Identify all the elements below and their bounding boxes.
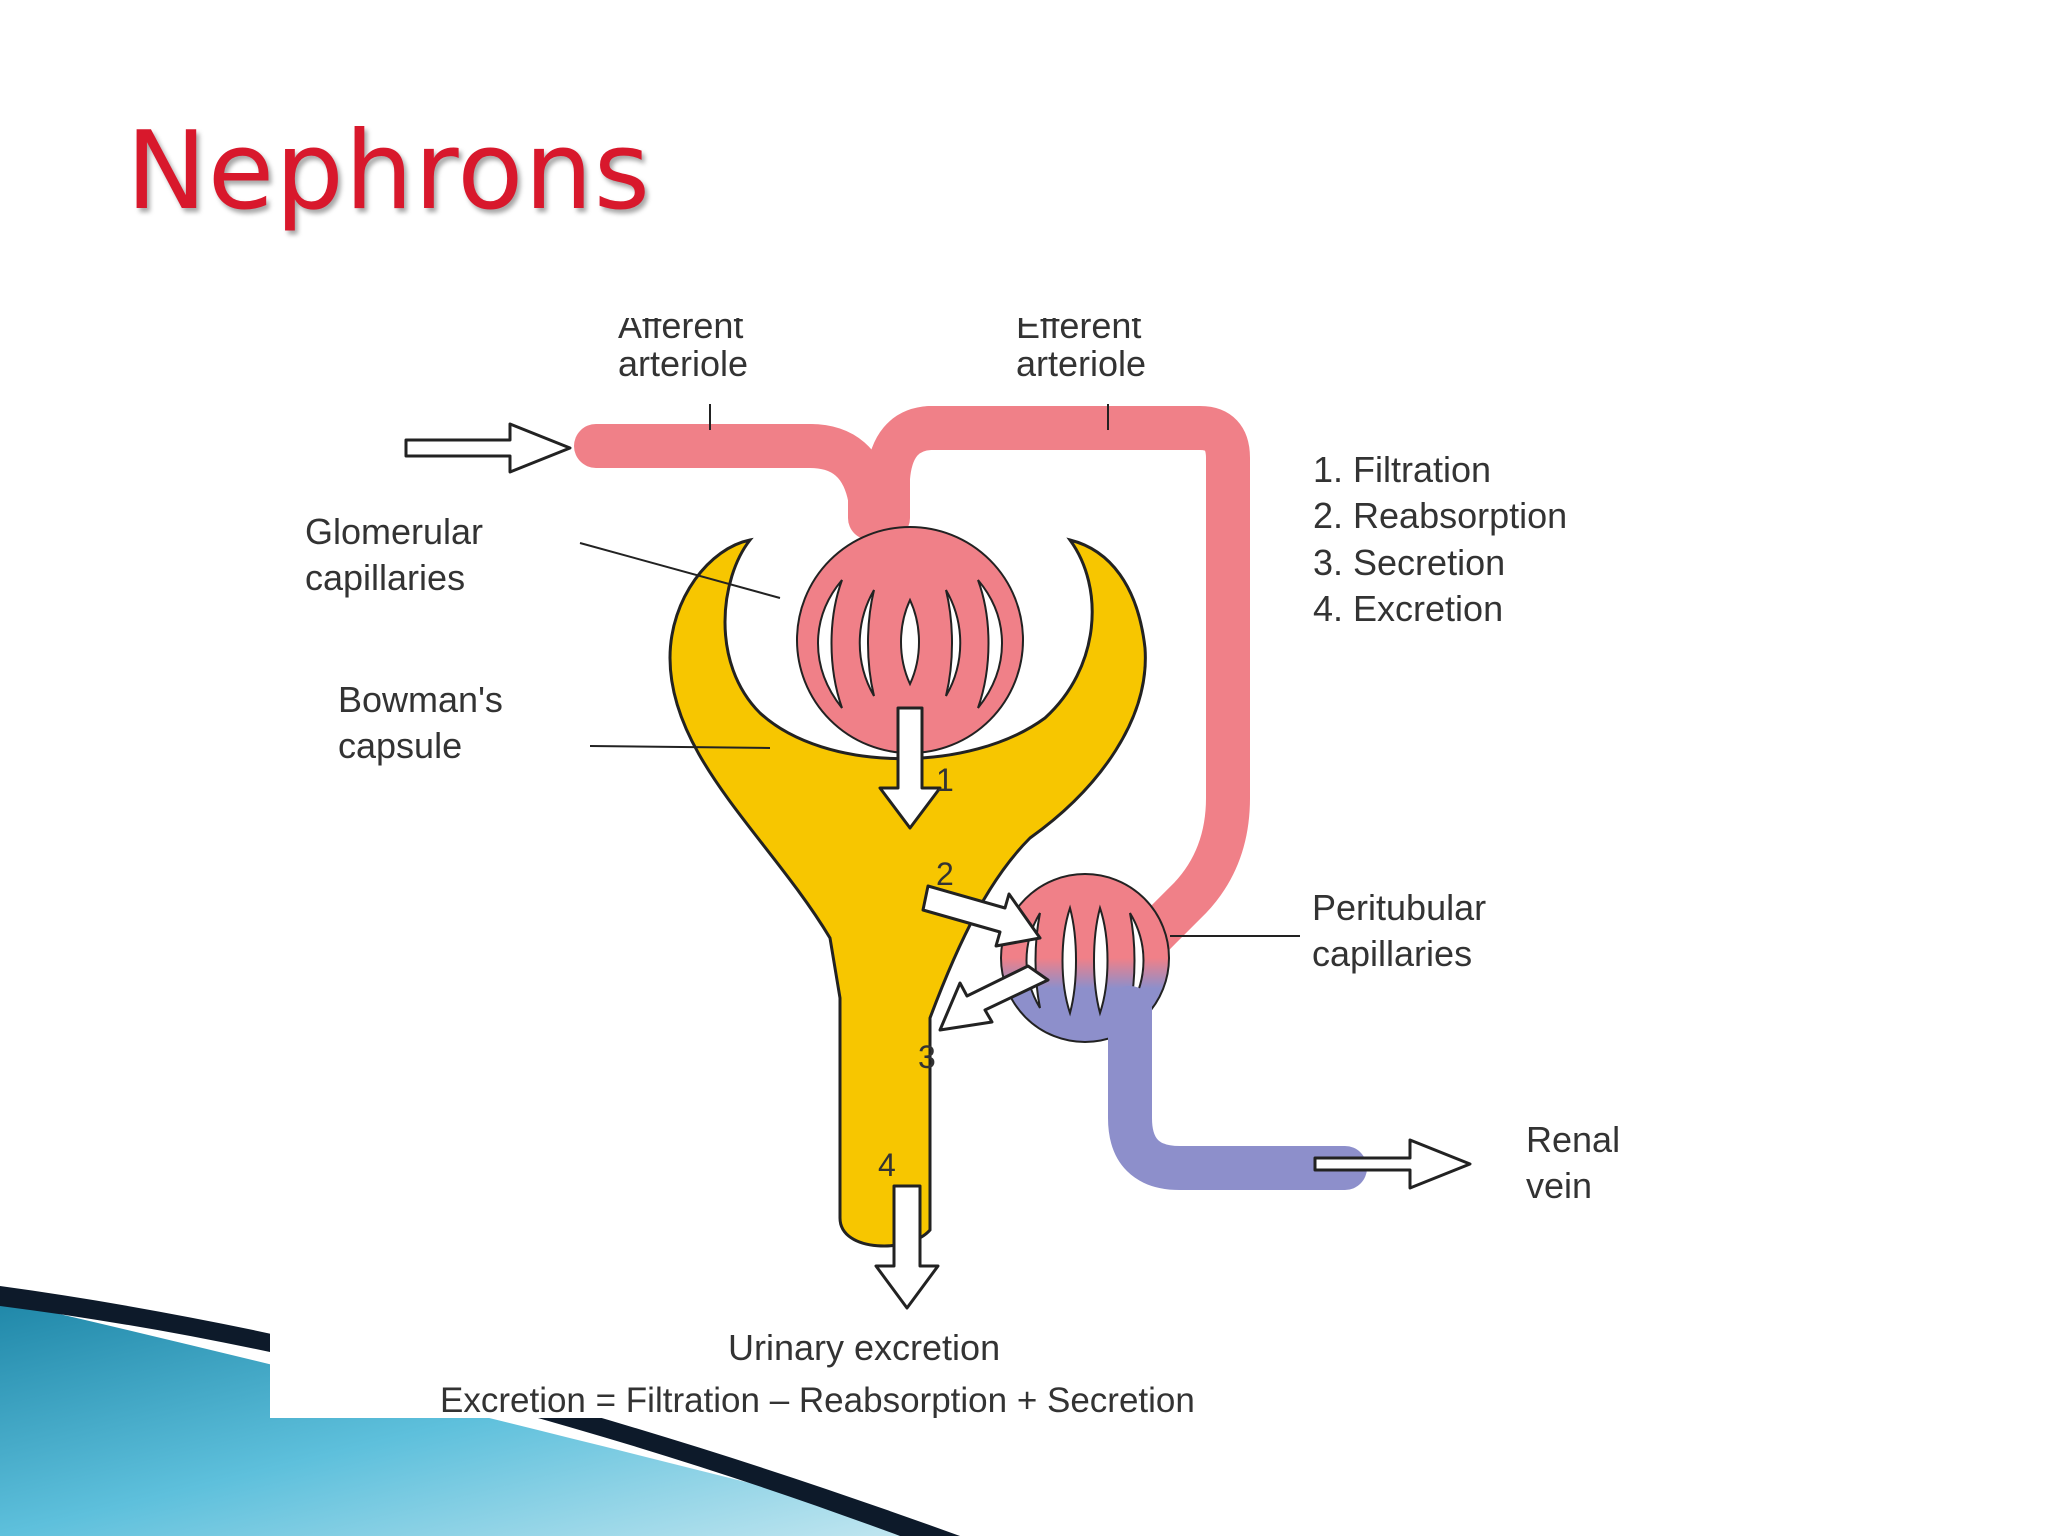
glomerulus-stem-right <box>866 406 952 540</box>
leader-lines <box>579 404 1300 937</box>
step-number-2: 2 <box>936 856 954 892</box>
arrow-secretion <box>938 964 1050 1032</box>
label-renal-1: Renal <box>1526 1119 1620 1160</box>
leader-bowman <box>589 745 771 749</box>
step-number-1: 1 <box>936 762 954 798</box>
arrow-renal-vein <box>1313 1138 1472 1190</box>
step-numbers: 1 2 3 4 <box>878 762 954 1183</box>
arrow-reabsorption <box>921 884 1042 948</box>
nephron-diagram: Afferent arteriole Efferent arteriole Gl… <box>270 318 1750 1418</box>
label-efferent-2: arteriole <box>1016 343 1146 384</box>
leader-glomerular <box>579 542 781 599</box>
renal-vein <box>1107 986 1367 1190</box>
label-bowman-2: capsule <box>338 725 462 766</box>
flow-arrows <box>404 422 1472 1310</box>
label-efferent-1: Efferent <box>1016 318 1141 346</box>
label-glomerular-1: Glomerular <box>305 511 483 552</box>
slide-title: Nephrons <box>126 109 652 234</box>
label-equation: Excretion = Filtration – Reabsorption + … <box>440 1381 1195 1418</box>
step-number-4: 4 <box>878 1147 896 1183</box>
arrow-in-afferent <box>404 422 572 474</box>
label-afferent-1: Afferent <box>618 318 743 346</box>
process-item: 3. Secretion <box>1313 542 1505 583</box>
label-renal-2: vein <box>1526 1165 1592 1206</box>
swoosh-light-band <box>0 1300 960 1536</box>
step-number-3: 3 <box>918 1039 936 1075</box>
diagram-background <box>270 318 1750 1418</box>
label-afferent-2: arteriole <box>618 343 748 384</box>
process-item: 2. Reabsorption <box>1313 495 1567 536</box>
glomerular-loops <box>817 579 1003 709</box>
label-peritubular-1: Peritubular <box>1312 887 1486 928</box>
arrow-filtration <box>878 706 942 830</box>
process-item: 1. Filtration <box>1313 449 1491 490</box>
label-peritubular-2: capillaries <box>1312 933 1472 974</box>
swoosh-dark-band <box>0 1286 960 1536</box>
label-urinary-excretion: Urinary excretion <box>728 1327 1000 1368</box>
label-glomerular-2: capillaries <box>305 557 465 598</box>
bowmans-capsule <box>668 537 1147 1248</box>
process-list: 1. Filtration 2. Reabsorption 3. Secreti… <box>1313 449 1567 629</box>
process-item: 4. Excretion <box>1313 588 1503 629</box>
label-bowman-1: Bowman's <box>338 679 503 720</box>
arrow-excretion <box>874 1184 940 1310</box>
